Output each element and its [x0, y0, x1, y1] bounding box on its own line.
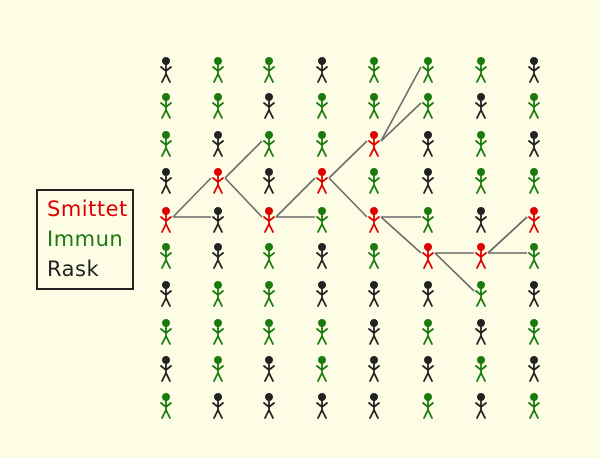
- transmission-line: [380, 102, 422, 142]
- person-healthy: [422, 356, 434, 382]
- transmission-line: [328, 140, 368, 179]
- transmission-line: [172, 177, 212, 218]
- person-immune: [316, 319, 328, 345]
- person-healthy: [368, 356, 380, 382]
- person-immune: [422, 393, 434, 419]
- person-immune: [316, 93, 328, 119]
- person-immune: [160, 319, 172, 345]
- person-immune: [422, 319, 434, 345]
- person-immune: [263, 131, 275, 157]
- person-infected: [368, 207, 380, 233]
- person-immune: [475, 57, 487, 83]
- person-healthy: [316, 393, 328, 419]
- person-healthy: [528, 356, 540, 382]
- person-immune: [263, 319, 275, 345]
- transmission-lines: [172, 66, 528, 292]
- person-healthy: [263, 168, 275, 194]
- person-immune: [263, 243, 275, 269]
- person-healthy: [528, 281, 540, 307]
- person-immune: [475, 356, 487, 382]
- person-healthy: [422, 281, 434, 307]
- person-immune: [316, 207, 328, 233]
- person-healthy: [212, 131, 224, 157]
- person-healthy: [316, 57, 328, 83]
- person-immune: [475, 281, 487, 307]
- person-immune: [422, 93, 434, 119]
- person-immune: [368, 243, 380, 269]
- person-infected: [160, 207, 172, 233]
- person-immune: [475, 131, 487, 157]
- person-infected: [528, 207, 540, 233]
- person-infected: [212, 168, 224, 194]
- person-immune: [263, 57, 275, 83]
- person-healthy: [475, 93, 487, 119]
- person-immune: [263, 281, 275, 307]
- person-healthy: [212, 243, 224, 269]
- person-healthy: [368, 319, 380, 345]
- person-healthy: [212, 207, 224, 233]
- transmission-line: [224, 140, 263, 179]
- transmission-line: [380, 216, 422, 254]
- person-infected: [475, 243, 487, 269]
- person-healthy: [212, 393, 224, 419]
- person-healthy: [160, 168, 172, 194]
- person-immune: [368, 57, 380, 83]
- person-healthy: [160, 57, 172, 83]
- person-healthy: [528, 57, 540, 83]
- person-healthy: [475, 207, 487, 233]
- person-immune: [368, 168, 380, 194]
- person-infected: [263, 207, 275, 233]
- person-immune: [528, 393, 540, 419]
- person-healthy: [160, 281, 172, 307]
- person-immune: [160, 393, 172, 419]
- transmission-line: [487, 216, 528, 254]
- person-healthy: [263, 393, 275, 419]
- legend: Smittet Immun Rask: [36, 189, 134, 290]
- person-infected: [368, 131, 380, 157]
- person-immune: [160, 131, 172, 157]
- person-immune: [422, 57, 434, 83]
- person-immune: [316, 356, 328, 382]
- person-healthy: [475, 393, 487, 419]
- person-healthy: [263, 356, 275, 382]
- transmission-line: [380, 66, 422, 142]
- person-healthy: [160, 356, 172, 382]
- person-immune: [528, 319, 540, 345]
- person-immune: [316, 131, 328, 157]
- person-healthy: [368, 281, 380, 307]
- person-immune: [528, 93, 540, 119]
- person-immune: [160, 243, 172, 269]
- person-healthy: [368, 393, 380, 419]
- transmission-line: [275, 177, 316, 218]
- person-immune: [212, 356, 224, 382]
- person-healthy: [528, 131, 540, 157]
- person-immune: [528, 243, 540, 269]
- person-immune: [212, 319, 224, 345]
- legend-immune: Immun: [47, 227, 124, 251]
- person-immune: [160, 93, 172, 119]
- person-immune: [212, 57, 224, 83]
- person-healthy: [263, 93, 275, 119]
- person-healthy: [316, 281, 328, 307]
- person-healthy: [422, 168, 434, 194]
- legend-infected: Smittet: [47, 197, 128, 221]
- person-infected: [422, 243, 434, 269]
- person-immune: [212, 93, 224, 119]
- person-infected: [316, 168, 328, 194]
- transmission-line: [224, 177, 263, 218]
- transmission-line: [434, 252, 475, 292]
- person-healthy: [422, 131, 434, 157]
- population-grid: [160, 57, 540, 419]
- person-healthy: [475, 319, 487, 345]
- legend-healthy: Rask: [47, 257, 100, 281]
- transmission-line: [328, 177, 368, 218]
- person-immune: [528, 168, 540, 194]
- person-immune: [475, 168, 487, 194]
- person-immune: [212, 281, 224, 307]
- person-healthy: [316, 243, 328, 269]
- person-immune: [422, 207, 434, 233]
- person-immune: [368, 93, 380, 119]
